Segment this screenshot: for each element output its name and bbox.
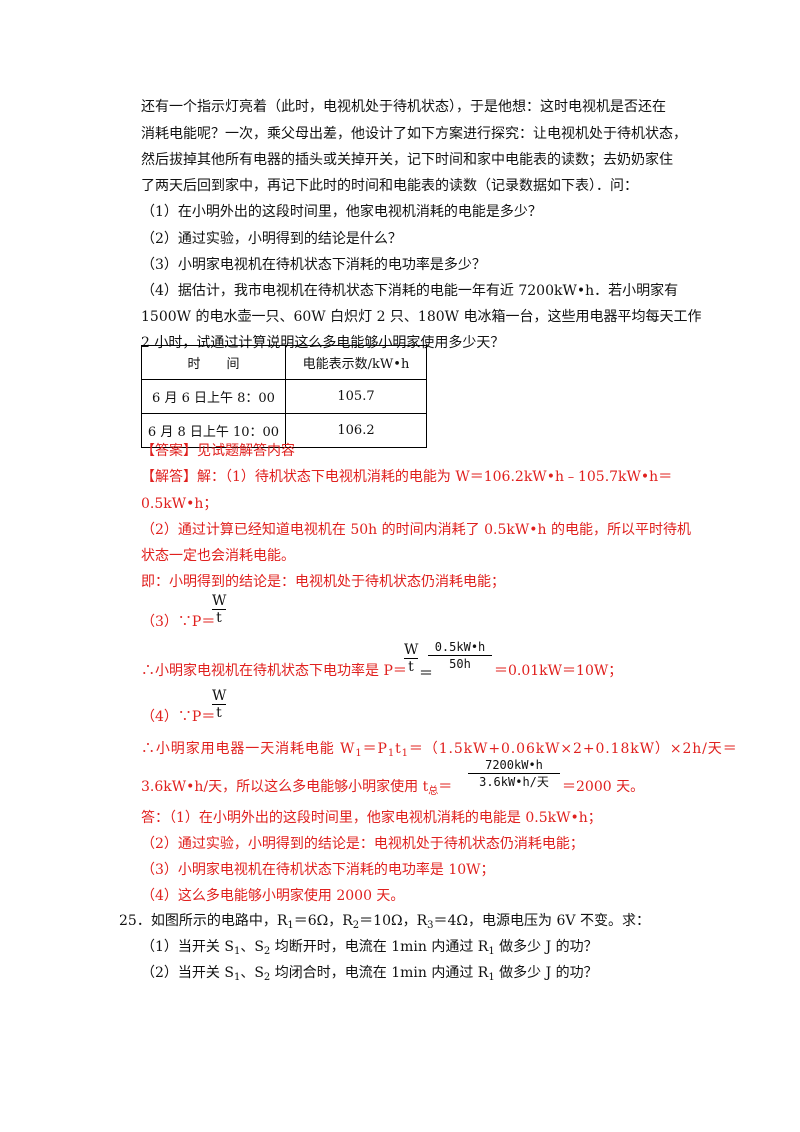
table-cell-time: 6 月 6 日上午 8：00 xyxy=(141,379,286,414)
fraction-numerator: W xyxy=(212,593,227,609)
solution-4d: ＝2000 天。 xyxy=(562,779,645,795)
intro-line-1: 还有一个指示灯亮着（此时，电视机处于待机状态），于是他想：这时电视机是否还在 xyxy=(141,99,666,115)
final-answer-2: （2）通过实验，小明得到的结论是：电视机处于待机状态仍消耗电能； xyxy=(141,836,584,852)
solution-4c-text: 3.6kW•h/天，所以这么多电能够小明家使用 t xyxy=(141,779,429,795)
solution-1a: 【解答】解：（1）待机状态下电视机消耗的电能为 W＝106.2kW•h﹣105.… xyxy=(141,469,673,485)
fraction-numerator: 0.5kW•h xyxy=(434,640,486,654)
question-2: （2）通过实验，小明得到的结论是什么？ xyxy=(141,231,402,247)
final-answer-3: （3）小明家电视机在待机状态下消耗的电功率是 10W； xyxy=(141,862,495,878)
intro-line-2: 消耗电能呢？一次，乘父母出差，他设计了如下方案进行探究：让电视机处于待机状态， xyxy=(141,126,687,142)
answer-label: 【答案】见试题解答内容 xyxy=(141,443,295,459)
final-answer-4: （4）这么多电能够小明家使用 2000 天。 xyxy=(141,888,405,904)
fraction-numerator: W xyxy=(212,688,227,704)
solution-2c: 即：小明得到的结论是：电视机处于待机状态仍消耗电能； xyxy=(141,574,505,590)
question-4: （4）据估计，我市电视机在待机状态下消耗的电能一年有近 7200kW•h．若小明… xyxy=(141,283,679,299)
fraction-denominator: t xyxy=(408,659,414,675)
question-25-part-1: （1）当开关 S1、S2 均断开时，电流在 1min 内通过 R1 做多少 J … xyxy=(141,939,598,957)
solution-4b-mid2: t xyxy=(395,741,402,757)
fraction-bar xyxy=(212,704,226,705)
subscript-total: 总 xyxy=(428,786,439,797)
fraction-bar xyxy=(428,655,492,656)
table-header-row: 时 间 电能表示数/kW•h xyxy=(141,345,427,380)
question-25-stem: 25．如图所示的电路中，R1＝6Ω，R2＝10Ω，R3＝4Ω，电源电压为 6V … xyxy=(119,913,650,931)
equals-sign: ＝ xyxy=(419,666,433,682)
table-header-reading: 电能表示数/kW•h xyxy=(285,345,427,380)
intro-line-4: 了两天后回到家中，再记下此时的时间和电能表的读数（记录数据如下表）．问： xyxy=(141,178,638,194)
formula-fraction-w-over-t: W t xyxy=(212,689,226,720)
solution-3a: （3）∵P＝ xyxy=(141,614,216,630)
solution-4a: （4）∵P＝ xyxy=(141,709,216,725)
final-answer-1: 答：（1）在小明外出的这段时间里，他家电视机消耗的电能是 0.5kW•h； xyxy=(141,810,602,826)
formula-fraction-w-over-t: W t xyxy=(404,643,418,674)
fraction-denominator: 3.6kW•h/天 xyxy=(479,775,549,789)
formula-fraction-total-energy: 7200kW•h 3.6kW•h/天 xyxy=(468,758,560,789)
solution-4b-mid: ＝P xyxy=(362,741,388,757)
table-cell-time: 6 月 8 日上午 10：00 xyxy=(141,413,286,448)
solution-4b-pre: ∴小明家用电器一天消耗电能 W xyxy=(141,741,356,757)
solution-4c: 3.6kW•h/天，所以这么多电能够小明家使用 t总＝ xyxy=(141,779,453,797)
fraction-bar xyxy=(212,609,226,610)
question-25-part-2: （2）当开关 S1、S2 均闭合时，电流在 1min 内通过 R1 做多少 J … xyxy=(141,965,598,983)
solution-3b: ∴小明家电视机在待机状态下电功率是 P＝ xyxy=(141,663,407,679)
table-row: 6 月 6 日上午 8：00 105.7 xyxy=(141,379,427,414)
solution-1b: 0.5kW•h； xyxy=(141,496,218,512)
table-header-time: 时 间 xyxy=(141,345,286,380)
solution-2a: （2）通过计算已经知道电视机在 50h 的时间内消耗了 0.5kW•h 的电能，… xyxy=(141,522,691,538)
table-row: 6 月 8 日上午 10：00 106.2 xyxy=(141,413,427,448)
solution-4b: ∴小明家用电器一天消耗电能 W1＝P1t1＝（1.5kW+0.06kW×2+0.… xyxy=(141,739,738,764)
intro-line-3: 然后拔掉其他所有电器的插头或关掉开关，记下时间和家中电能表的读数；去奶奶家住 xyxy=(141,152,673,168)
subscript-1: 1 xyxy=(401,748,409,759)
formula-fraction-energy-over-time: 0.5kW•h 50h xyxy=(428,640,492,671)
subscript-1: 1 xyxy=(387,748,396,759)
fraction-denominator: t xyxy=(216,610,222,626)
formula-fraction-w-over-t: W t xyxy=(212,594,226,625)
table-cell-reading: 105.7 xyxy=(285,379,427,414)
solution-3c: ＝0.01kW＝10W； xyxy=(494,663,623,679)
fraction-numerator: W xyxy=(404,642,419,658)
fraction-bar xyxy=(468,773,560,774)
fraction-numerator: 7200kW•h xyxy=(485,758,543,772)
solution-2b: 状态一定也会消耗电能。 xyxy=(141,548,295,564)
question-3: （3）小明家电视机在待机状态下消耗的电功率是多少？ xyxy=(141,257,486,273)
question-1: （1）在小明外出的这段时间里，他家电视机消耗的电能是多少？ xyxy=(141,204,542,220)
question-4-cont-1: 1500W 的电水壶一只、60W 白炽灯 2 只、180W 电冰箱一台，这些用电… xyxy=(141,309,702,325)
subscript-1: 1 xyxy=(355,748,363,759)
fraction-denominator: t xyxy=(216,705,222,721)
table-cell-reading: 106.2 xyxy=(285,413,427,448)
fraction-bar xyxy=(404,658,418,659)
fraction-denominator: 50h xyxy=(449,657,471,671)
meter-reading-table: 时 间 电能表示数/kW•h 6 月 6 日上午 8：00 105.7 6 月 … xyxy=(141,345,427,448)
solution-4b-post: ＝（1.5kW+0.06kW×2+0.18kW）×2h/天＝ xyxy=(408,741,738,757)
